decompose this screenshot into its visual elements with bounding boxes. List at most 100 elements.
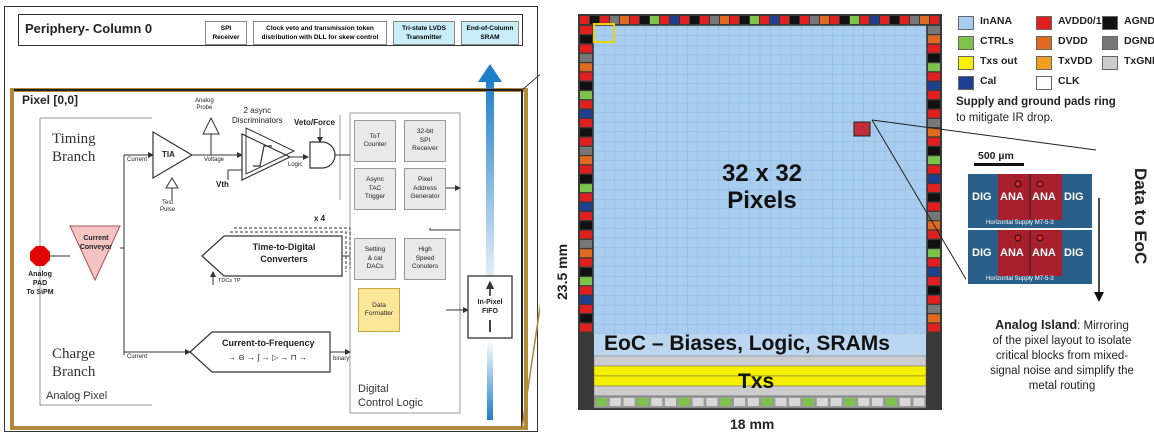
top-pad <box>810 16 819 24</box>
side-pad <box>580 137 592 146</box>
bottom-pad <box>665 398 676 406</box>
side-pad <box>928 305 940 313</box>
side-pad <box>928 286 940 295</box>
top-pad <box>740 16 749 24</box>
top-pad <box>690 16 699 24</box>
side-pad <box>928 26 940 34</box>
data-to-eoc-arrow <box>1094 198 1104 302</box>
top-pad <box>730 16 739 24</box>
bottom-pad <box>885 398 897 406</box>
side-pad <box>580 230 592 239</box>
bottom-pad <box>609 398 621 406</box>
side-pad <box>928 72 940 81</box>
side-pad <box>928 323 940 332</box>
voltage-label: Voltage <box>204 157 225 163</box>
legend-swatch-ctrls <box>958 36 974 50</box>
side-pad <box>580 277 592 286</box>
bottom-pad <box>858 398 870 406</box>
supply-note-rest: to mitigate IR drop. <box>956 112 1054 124</box>
bottom-pad <box>651 398 663 406</box>
side-pad <box>928 202 940 211</box>
side-pad <box>928 258 940 267</box>
bottom-pad <box>761 398 773 406</box>
island-dig-4: DIG <box>1064 247 1084 259</box>
top-pad <box>710 16 719 24</box>
periphery-title: Periphery- Column 0 <box>25 21 153 36</box>
scale-bar <box>974 163 1024 166</box>
side-pad <box>580 221 592 230</box>
side-pad <box>928 53 940 62</box>
bottom-pad <box>844 398 856 406</box>
supply-note-bold: Supply and ground pads ring <box>956 96 1116 108</box>
tx-rows <box>593 355 927 409</box>
top-pad <box>750 16 759 24</box>
data-to-eoc-label: Data to EoC <box>1131 168 1150 265</box>
top-pad <box>580 16 589 24</box>
legend-swatch-clk <box>1036 76 1052 90</box>
legend-swatch-avdd0-1 <box>1036 16 1052 30</box>
side-pad <box>928 44 940 53</box>
binary-label: binary <box>333 356 350 362</box>
side-pad <box>928 184 940 193</box>
chip-height-label: 23.5 mm <box>554 243 570 300</box>
data-arrow-head <box>478 64 502 82</box>
chip-layout <box>578 14 942 410</box>
legend-label-clk: CLK <box>1058 75 1080 87</box>
legend-swatch-cal <box>958 76 974 90</box>
side-pad <box>928 35 940 44</box>
side-pad <box>580 184 592 193</box>
pad-ring <box>580 16 940 332</box>
top-pad <box>720 16 729 24</box>
eoc-region <box>594 334 926 356</box>
tia-shape <box>152 130 194 180</box>
legend-swatch-txgnd <box>1102 56 1118 70</box>
bottom-pad <box>899 398 911 406</box>
side-pad <box>580 26 592 34</box>
side-pad <box>580 53 592 62</box>
side-pad <box>580 239 592 248</box>
side-pad <box>580 44 592 53</box>
side-pad <box>580 305 592 313</box>
current-label-top: Current <box>127 157 148 163</box>
pixel-title: Pixel [0,0] <box>22 93 79 107</box>
top-pad <box>640 16 649 24</box>
legend-label-txgnd: TxGND <box>1124 55 1154 67</box>
island-ana-2: ANA <box>1032 191 1056 203</box>
top-pad <box>820 16 829 24</box>
top-pad <box>780 16 789 24</box>
side-pad <box>928 100 940 109</box>
island-ana-4: ANA <box>1032 247 1056 259</box>
legend-swatch-txvdd <box>1036 56 1052 70</box>
bottom-pad <box>734 398 745 406</box>
legend-label-cal: Cal <box>980 75 997 87</box>
ctf-label: Current-to-Frequency <box>222 338 315 348</box>
island-scale-label: 500 µm <box>978 150 1014 162</box>
side-pad <box>928 165 940 174</box>
pixel-diagram-frame <box>4 6 538 432</box>
top-pad <box>660 16 669 24</box>
island-dig-3: DIG <box>972 247 992 259</box>
side-pad <box>928 249 940 258</box>
legend-swatch-dvdd <box>1036 36 1052 50</box>
island-supply-2: Horizontal Supply M7-5-3 <box>986 276 1054 282</box>
bottom-pad <box>678 398 690 406</box>
side-pad <box>580 314 592 323</box>
legend-label-dvdd: DVDD <box>1058 35 1088 47</box>
side-pad <box>928 137 940 146</box>
legend-swatch-inana <box>958 16 974 30</box>
pixel-grid <box>593 25 927 335</box>
side-pad <box>580 72 592 81</box>
side-pad <box>928 193 940 202</box>
